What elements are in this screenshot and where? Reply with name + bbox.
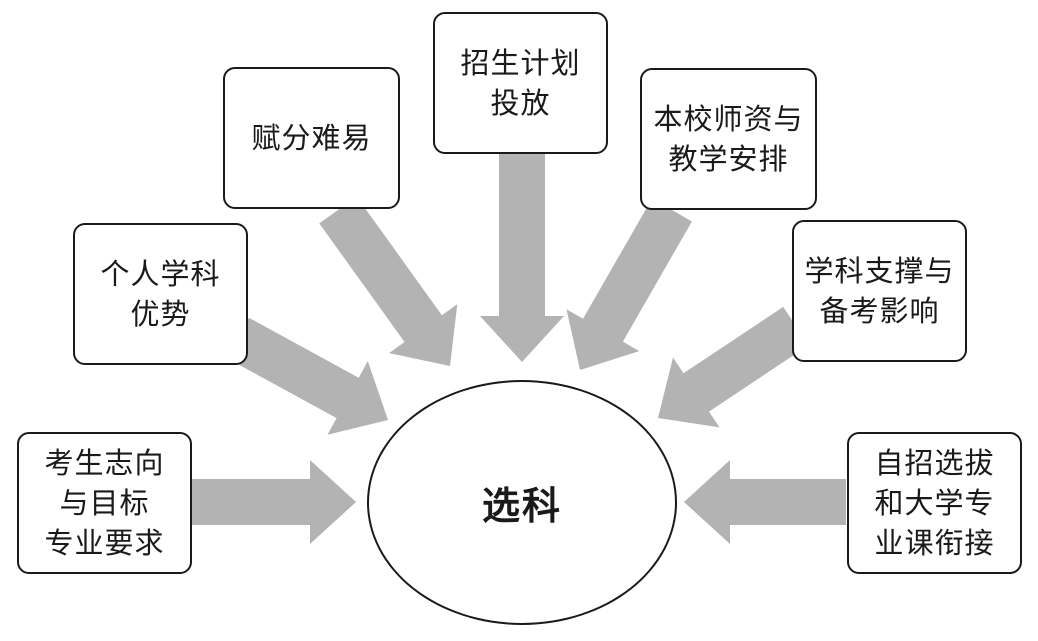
arrow-subject-strength bbox=[227, 317, 388, 435]
factor-box-enrollment-plan: 招生计划 投放 bbox=[433, 12, 608, 154]
factor-box-subject-strength: 个人学科 优势 bbox=[73, 223, 248, 365]
arrow-independent-admission bbox=[684, 460, 846, 544]
center-node-subject-selection: 选科 bbox=[367, 380, 677, 625]
arrow-career-goal bbox=[192, 460, 356, 544]
factor-box-score-difficulty: 赋分难易 bbox=[223, 67, 400, 209]
arrow-score-difficulty bbox=[319, 196, 458, 366]
arrow-school-resources bbox=[566, 198, 692, 370]
factor-box-school-resources: 本校师资与 教学安排 bbox=[640, 68, 817, 210]
factor-box-independent-admission: 自招选拔 和大学专 业课衔接 bbox=[847, 432, 1022, 574]
factor-box-career-goal: 考生志向 与目标 专业要求 bbox=[17, 432, 192, 574]
factor-box-subject-support: 学科支撑与 备考影响 bbox=[792, 220, 967, 362]
arrow-enrollment-plan bbox=[480, 154, 564, 362]
arrow-subject-support bbox=[658, 306, 809, 428]
